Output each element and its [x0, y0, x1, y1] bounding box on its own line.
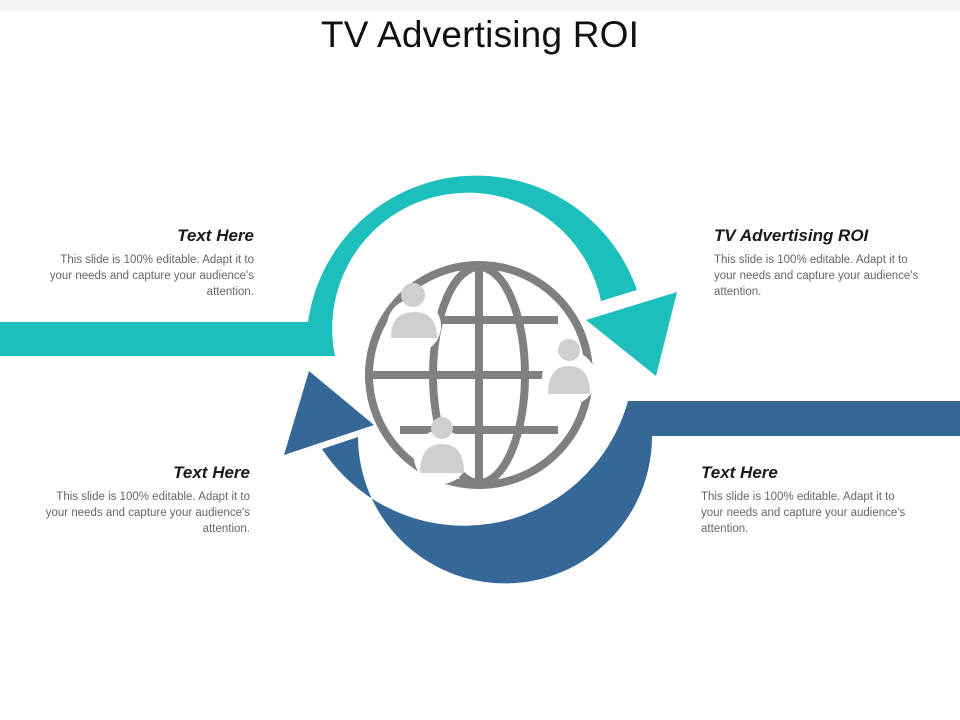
text-block-top-right: TV Advertising ROI This slide is 100% ed…: [714, 226, 919, 300]
block-heading: Text Here: [177, 226, 254, 245]
text-block-bottom-right: Text Here This slide is 100% editable. A…: [701, 463, 906, 537]
teal-arrow-body: [0, 175, 637, 356]
blue-arrow: [284, 371, 960, 584]
teal-arrowhead: [586, 292, 677, 376]
block-body: This slide is 100% editable. Adapt it to…: [714, 254, 919, 298]
slide-title: TV Advertising ROI: [320, 14, 640, 55]
teal-arrow: [0, 175, 677, 376]
person-icon: [542, 339, 596, 405]
blue-arrowhead: [284, 371, 374, 455]
text-block-top-left: Text Here This slide is 100% editable. A…: [49, 226, 254, 300]
block-body: This slide is 100% editable. Adapt it to…: [49, 254, 254, 298]
block-heading: Text Here: [173, 463, 250, 482]
person-icon: [414, 417, 468, 484]
text-block-bottom-left: Text Here This slide is 100% editable. A…: [45, 463, 250, 537]
block-body: This slide is 100% editable. Adapt it to…: [45, 491, 250, 535]
blue-arrow-body: [322, 401, 960, 584]
person-icon: [387, 283, 441, 353]
block-heading: Text Here: [701, 463, 778, 482]
block-heading: TV Advertising ROI: [714, 226, 869, 245]
top-strip: [0, 0, 960, 10]
block-body: This slide is 100% editable. Adapt it to…: [701, 491, 906, 535]
